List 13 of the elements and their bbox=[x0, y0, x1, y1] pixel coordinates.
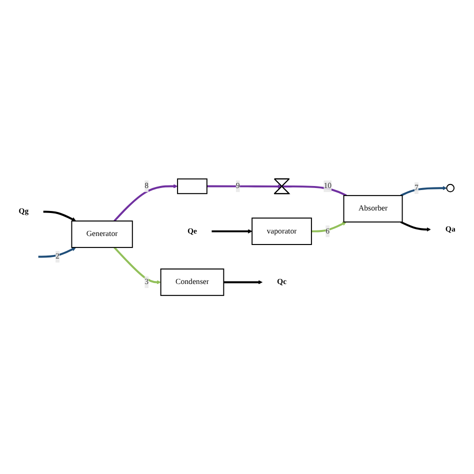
node-box bbox=[177, 178, 208, 194]
arrow bbox=[206, 184, 282, 188]
arrow bbox=[212, 228, 252, 234]
node-circle bbox=[446, 184, 455, 192]
arrow bbox=[400, 186, 447, 196]
arrow bbox=[400, 220, 431, 232]
arrow bbox=[224, 280, 262, 284]
connector bbox=[282, 185, 347, 196]
arrow bbox=[114, 246, 161, 284]
arrow bbox=[38, 247, 76, 258]
arrow bbox=[114, 184, 178, 222]
arrow bbox=[43, 210, 76, 222]
arrow bbox=[311, 222, 347, 232]
